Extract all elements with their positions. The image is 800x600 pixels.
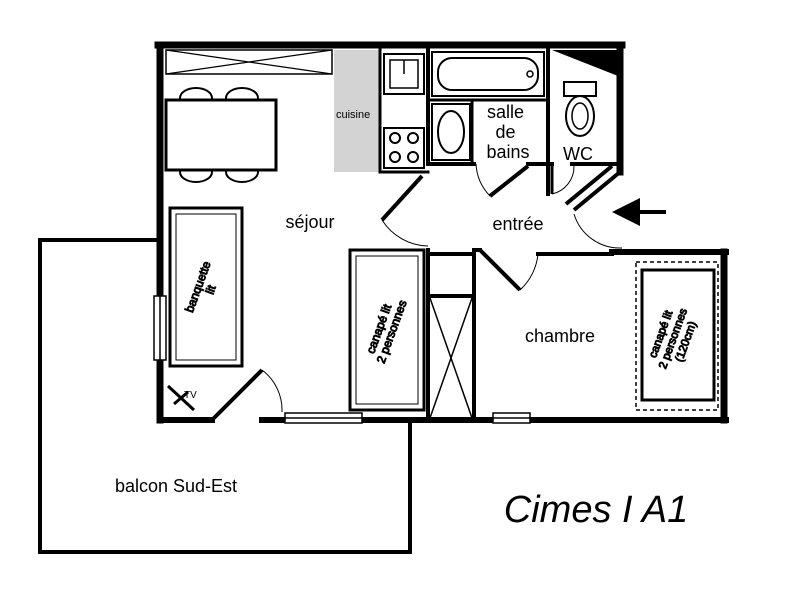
- entrance-arrow-icon: [612, 198, 666, 226]
- banquette-lit: banquette lit: [168, 206, 244, 368]
- banquette-lit-label-2: lit: [203, 283, 219, 297]
- room-label-entree: entrée: [492, 214, 543, 234]
- canape-lit-chambre: canapé lit 2 personnes (120cm): [635, 261, 719, 411]
- room-label-bains: bains: [486, 142, 529, 162]
- svg-text:banquette lit: banquette lit: [182, 256, 227, 319]
- walls: [154, 41, 729, 424]
- svg-text:canapé lit 2 personnes: canapé lit 2 personnes: [362, 294, 410, 365]
- room-label-balcon: balcon Sud-Est: [115, 476, 237, 496]
- room-label-salle: salle: [487, 102, 524, 122]
- kitchen-counter: [334, 50, 380, 172]
- room-label-chambre: chambre: [525, 326, 595, 346]
- room-label-sejour: séjour: [285, 212, 334, 232]
- bathtub: [431, 51, 545, 97]
- room-label-wc: WC: [563, 144, 593, 164]
- canape-lit-sejour: canapé lit 2 personnes: [348, 248, 426, 412]
- svg-text:canapé lit 2 personnes: canapé lit 2 personnes (120cm): [645, 300, 703, 375]
- kitchen-sink: [383, 53, 425, 95]
- doors: [210, 163, 623, 422]
- window-bottom-sejour: [284, 412, 363, 424]
- dining-table: [164, 87, 278, 183]
- room-label-de: de: [495, 122, 515, 142]
- tv-label: TV: [184, 390, 197, 401]
- plan-title: Cimes I A1: [504, 489, 688, 531]
- window-left: [153, 295, 167, 361]
- room-label-cuisine: cuisine: [336, 109, 370, 121]
- kitchen-stove: [383, 127, 425, 169]
- closet-cross: [429, 297, 473, 419]
- tv-icon: TV: [166, 384, 197, 412]
- toilet: [552, 50, 618, 137]
- window-bottom-chambre: [492, 412, 531, 424]
- washbasin: [431, 103, 471, 161]
- top-storage: [165, 49, 333, 75]
- room-label-salle-de-bains: salle de bains: [486, 102, 529, 162]
- balcony: [38, 238, 412, 554]
